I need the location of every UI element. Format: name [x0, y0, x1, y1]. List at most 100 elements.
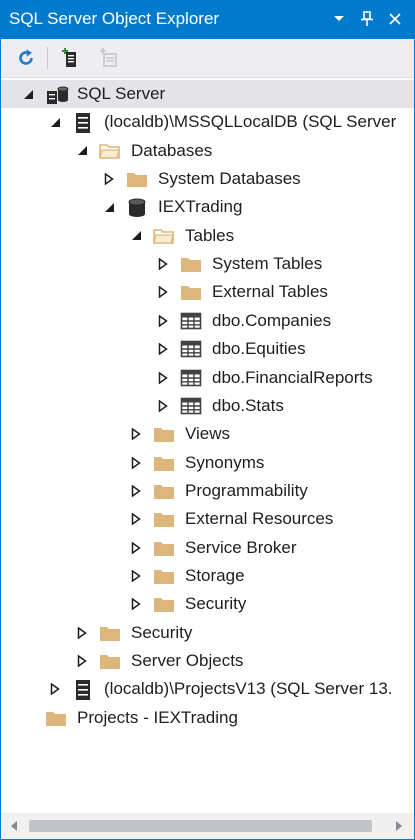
tree-node-label: External Resources	[185, 509, 334, 529]
folder-icon	[180, 283, 202, 301]
tree-node-label: dbo.Equities	[212, 339, 306, 359]
panel-toolbar	[1, 39, 414, 78]
collapse-arrow-icon[interactable]	[48, 115, 62, 129]
chevron-down-icon[interactable]	[326, 5, 352, 33]
expand-arrow-icon[interactable]	[156, 399, 170, 413]
expand-arrow-icon[interactable]	[129, 427, 143, 441]
expand-arrow-icon[interactable]	[129, 484, 143, 498]
tree-node[interactable]: Security	[1, 590, 414, 618]
expand-arrow-icon[interactable]	[156, 342, 170, 356]
tree-node-label: Service Broker	[185, 537, 297, 557]
folder-icon	[153, 595, 175, 613]
expand-arrow-icon[interactable]	[156, 314, 170, 328]
tree-node-label: Databases	[131, 140, 213, 160]
folder-icon	[45, 709, 67, 727]
table-icon	[180, 369, 202, 387]
tree-node[interactable]: System Databases	[1, 165, 414, 193]
scroll-right-icon[interactable]	[388, 813, 410, 839]
new-query-icon[interactable]	[95, 45, 121, 71]
folder-open-icon	[153, 227, 175, 245]
server-icon	[72, 680, 94, 701]
tree-node-label: System Tables	[212, 254, 323, 274]
tree-node-label: Programmability	[185, 480, 308, 500]
folder-icon	[153, 454, 175, 472]
folder-icon	[126, 170, 148, 188]
tree-node-label: Tables	[185, 225, 235, 245]
tree-node[interactable]: (localdb)\ProjectsV13 (SQL Server 13.	[1, 675, 414, 703]
close-icon[interactable]	[382, 5, 408, 33]
tree-node[interactable]: Synonyms	[1, 449, 414, 477]
tree-node[interactable]: External Tables	[1, 278, 414, 306]
expand-arrow-icon[interactable]	[75, 654, 89, 668]
folder-icon	[99, 652, 121, 670]
collapse-arrow-icon[interactable]	[21, 87, 35, 101]
panel-titlebar[interactable]: SQL Server Object Explorer	[1, 1, 414, 39]
tree-node[interactable]: Service Broker	[1, 534, 414, 562]
tree-node[interactable]: Databases	[1, 137, 414, 165]
expand-arrow-icon[interactable]	[129, 569, 143, 583]
tree-node-label: dbo.Companies	[212, 310, 332, 330]
tree-node[interactable]: Tables	[1, 222, 414, 250]
tree-node-label: Synonyms	[185, 452, 265, 472]
scrollbar-thumb[interactable]	[29, 820, 372, 832]
folder-icon	[153, 510, 175, 528]
refresh-icon[interactable]	[13, 45, 39, 71]
tree-node[interactable]: dbo.FinancialReports	[1, 364, 414, 392]
object-tree: SQL Server (localdb)\MSSQLLocalDB (SQL Se…	[1, 78, 414, 813]
tree-node[interactable]: IEXTrading	[1, 193, 414, 221]
panel-title: SQL Server Object Explorer	[9, 9, 220, 28]
table-icon	[180, 340, 202, 358]
tree-node-label: IEXTrading	[158, 197, 243, 217]
expand-arrow-icon[interactable]	[129, 512, 143, 526]
expand-arrow-icon[interactable]	[129, 541, 143, 555]
sql-server-icon	[45, 85, 69, 104]
tree-node[interactable]: (localdb)\MSSQLLocalDB (SQL Server	[1, 108, 414, 136]
expand-arrow-icon[interactable]	[156, 371, 170, 385]
tree-node[interactable]: SQL Server	[1, 80, 414, 108]
collapse-arrow-icon[interactable]	[129, 229, 143, 243]
tree-node[interactable]: System Tables	[1, 250, 414, 278]
tree-node-label: System Databases	[158, 169, 301, 189]
database-icon	[126, 198, 148, 218]
add-server-icon[interactable]	[57, 45, 83, 71]
expand-arrow-icon[interactable]	[75, 626, 89, 640]
tree-node-label: Security	[131, 622, 193, 642]
scroll-left-icon[interactable]	[3, 813, 25, 839]
horizontal-scrollbar[interactable]	[1, 813, 414, 839]
tree-node[interactable]: dbo.Equities	[1, 335, 414, 363]
tree-node[interactable]: Security	[1, 619, 414, 647]
folder-open-icon	[99, 142, 121, 160]
expand-arrow-icon[interactable]	[102, 172, 116, 186]
tree-node[interactable]: Programmability	[1, 477, 414, 505]
tree-node[interactable]: Projects - IEXTrading	[1, 704, 414, 732]
expand-arrow-icon[interactable]	[48, 682, 62, 696]
tree-node-label: dbo.FinancialReports	[212, 367, 373, 387]
folder-icon	[180, 255, 202, 273]
table-icon	[180, 312, 202, 330]
expand-arrow-icon[interactable]	[129, 597, 143, 611]
expand-arrow-icon[interactable]	[156, 285, 170, 299]
tree-node-label: Views	[185, 424, 231, 444]
tree-node[interactable]: Server Objects	[1, 647, 414, 675]
expand-arrow-icon[interactable]	[129, 456, 143, 470]
tree-node-label: Security	[185, 594, 247, 614]
expand-arrow-icon[interactable]	[156, 257, 170, 271]
table-icon	[180, 397, 202, 415]
folder-icon	[99, 624, 121, 642]
tree-node[interactable]: dbo.Stats	[1, 392, 414, 420]
tree-node[interactable]: Views	[1, 420, 414, 448]
folder-icon	[153, 482, 175, 500]
folder-icon	[153, 539, 175, 557]
tree-node[interactable]: dbo.Companies	[1, 307, 414, 335]
tree-node-label: Storage	[185, 565, 245, 585]
tree-node[interactable]: External Resources	[1, 505, 414, 533]
toolbar-separator	[47, 47, 48, 69]
tree-node-label: (localdb)\MSSQLLocalDB (SQL Server	[104, 112, 397, 132]
tree-node-label: Projects - IEXTrading	[77, 707, 238, 727]
collapse-arrow-icon[interactable]	[102, 200, 116, 214]
pin-icon[interactable]	[354, 5, 380, 33]
folder-icon	[153, 425, 175, 443]
collapse-arrow-icon[interactable]	[75, 144, 89, 158]
tree-node[interactable]: Storage	[1, 562, 414, 590]
